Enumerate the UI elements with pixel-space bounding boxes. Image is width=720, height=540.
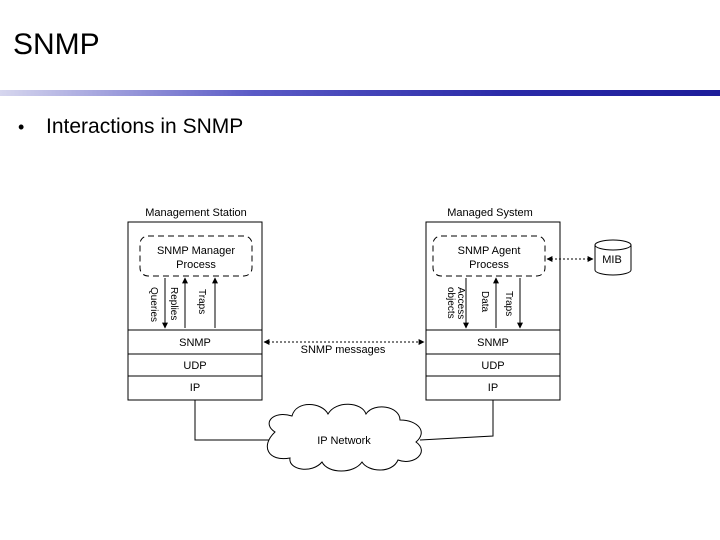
agent-snmp-layer: SNMP <box>477 337 509 349</box>
manager-process-label: Process <box>176 259 216 271</box>
ip-network-label: IP Network <box>317 435 371 447</box>
agent-process-label: Process <box>469 259 509 271</box>
traps-label: Traps <box>196 289 207 314</box>
replies-label: Replies <box>168 287 179 320</box>
agent-process-box <box>432 235 546 277</box>
data-label: Data <box>479 291 490 313</box>
ip-network-cloud <box>266 403 422 472</box>
snmp-messages-label: SNMP messages <box>301 344 386 356</box>
agent-network-link <box>419 400 494 441</box>
access-objects-label: objects <box>445 287 456 319</box>
manager-snmp-layer: SNMP <box>179 337 211 349</box>
mib-database-icon <box>594 239 632 276</box>
manager-process-box <box>139 235 253 277</box>
managed-system-label: Managed System <box>447 207 533 219</box>
snmp-messages-label-bg <box>292 343 396 357</box>
manager-network-link <box>194 400 270 441</box>
queries-label: Queries <box>148 287 159 322</box>
bullet-text: Interactions in SNMP <box>46 115 244 138</box>
management-station-label: Management Station <box>145 207 247 219</box>
title-divider <box>0 90 720 96</box>
bullet-item: • Interactions in SNMP <box>18 115 243 139</box>
slide-title: SNMP <box>13 28 100 61</box>
access-objects-label: Access <box>455 287 466 319</box>
manager-ip-layer: IP <box>190 382 200 394</box>
agent-ip-layer: IP <box>488 382 498 394</box>
agent-traps-label: Traps <box>503 291 514 316</box>
manager-udp-layer: UDP <box>183 360 206 372</box>
agent-udp-layer: UDP <box>481 360 504 372</box>
agent-process-label: SNMP Agent <box>458 245 521 257</box>
mib-label: MIB <box>602 254 622 266</box>
bullet-icon: • <box>18 116 25 137</box>
manager-process-label: SNMP Manager <box>157 245 235 257</box>
